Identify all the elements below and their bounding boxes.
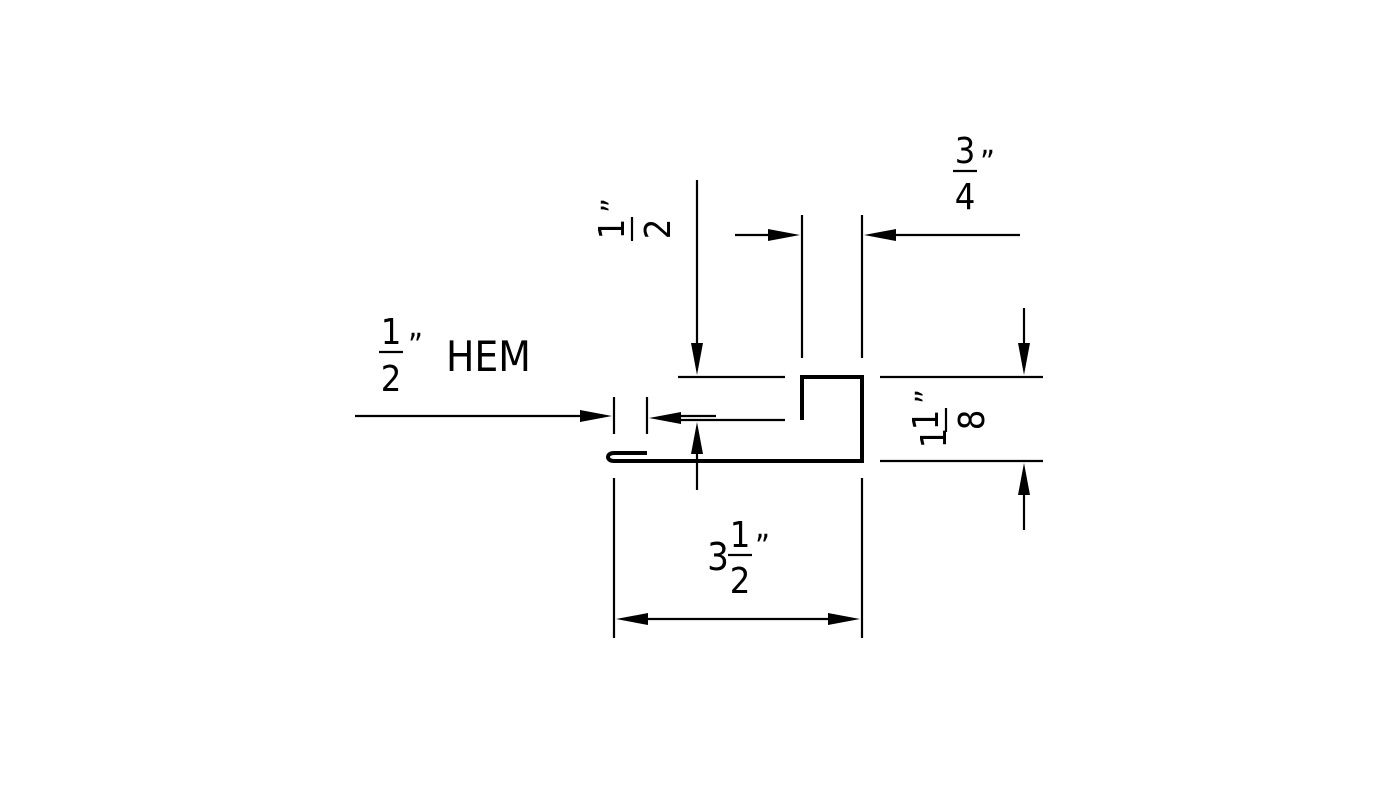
three-quarter-dimension: 3 4 ” [735,131,1020,358]
one-eighth-num: 1 [906,410,947,431]
three-half-den: 2 [730,561,751,602]
three-quarter-num: 3 [955,131,976,172]
three-quarter-inch-mark: ” [980,143,995,181]
hem-arrowhead-left [580,410,612,422]
one-eighth-arrowhead-bottom [1018,463,1030,495]
one-eighth-dimension: 1 1 8 ” [880,308,1043,530]
three-quarter-arrowhead-right [864,229,896,241]
hem-fraction-den: 2 [381,359,402,400]
three-half-arrowhead-right [828,613,860,625]
vertical-half-dimension: 1 2 ” [592,180,785,490]
hem-dimension: 1 2 ” HEM [355,312,785,434]
three-half-whole: 3 [707,535,729,579]
profile-outline [606,375,864,463]
three-half-inch-mark: ” [755,527,770,565]
one-eighth-arrowhead-top [1018,343,1030,375]
three-half-dimension: 3 1 2 ” [612,478,864,638]
one-eighth-whole: 1 [914,428,955,449]
trim-profile [606,375,864,463]
hem-label: HEM [446,332,531,381]
hem-fraction-num: 1 [381,312,402,353]
hem-inch-mark: ” [408,326,423,364]
three-half-num: 1 [730,515,751,556]
vertical-half-den: 2 [638,219,679,240]
three-half-arrowhead-left [616,613,648,625]
hem-arrowhead-right [649,412,681,424]
vertical-half-num: 1 [592,219,633,240]
three-quarter-den: 4 [955,177,976,218]
three-quarter-arrowhead-left [768,229,800,241]
vertical-half-arrowhead-bottom [691,422,703,454]
vertical-half-arrowhead-top [691,343,703,375]
vertical-half-inch-mark: ” [594,198,632,213]
one-eighth-inch-mark: ” [908,389,946,404]
one-eighth-den: 8 [952,410,993,431]
